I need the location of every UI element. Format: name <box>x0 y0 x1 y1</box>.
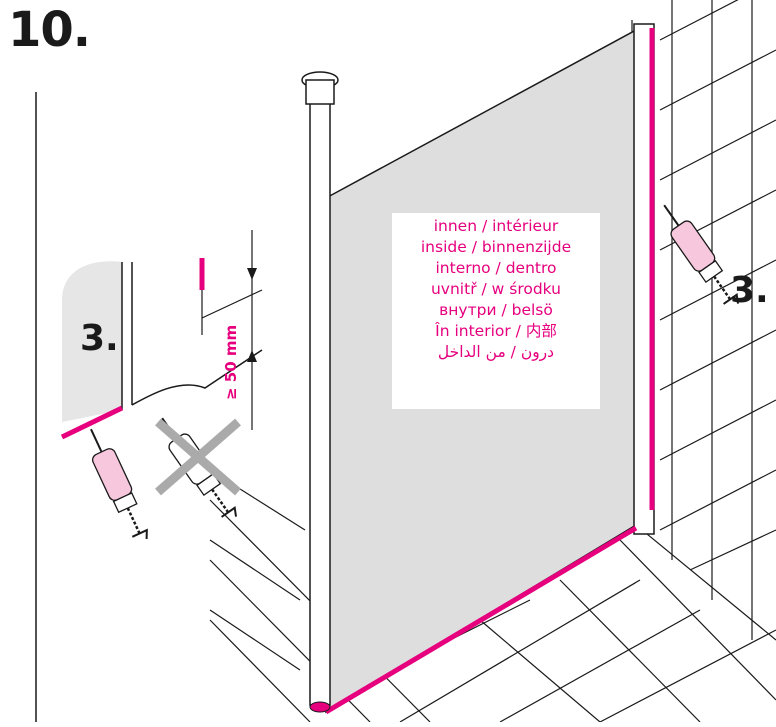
detail-seal <box>60 405 124 440</box>
callout-step-right: 3. <box>730 270 769 311</box>
interior-label-line: внутри / belsö <box>439 301 553 319</box>
detail-ref-top <box>201 289 263 319</box>
step-number: 10. <box>8 2 91 58</box>
wall-tiles <box>629 0 776 641</box>
interior-label-line: interno / dentro <box>435 259 557 277</box>
interior-label-line: inside / binnenzijde <box>420 238 572 256</box>
interior-label-line: innen / intérieur <box>433 217 559 235</box>
interior-label-line: درون / من الداخل <box>437 343 555 361</box>
support-post <box>309 99 331 706</box>
bottom-seal <box>324 525 638 715</box>
interior-label-box: innen / intérieur inside / binnenzijde i… <box>392 213 600 409</box>
post-top-bracket <box>305 79 335 105</box>
dimension-arrow-bottom <box>247 350 257 362</box>
interior-label-line: În interior / 内部 <box>435 322 557 340</box>
dimension-arrow-top <box>247 268 257 280</box>
silicone-gun-right <box>663 204 740 305</box>
dimension-label: ≥ 50 mm <box>222 324 240 400</box>
silicone-gun-left <box>90 428 148 540</box>
post-foot <box>309 701 331 713</box>
interior-label-line: uvnitř / w środku <box>430 280 561 298</box>
detail-floor-curve <box>131 349 263 406</box>
callout-step-left: 3. <box>80 318 119 359</box>
floor-tiles <box>209 469 776 723</box>
not-allowed-cross-icon <box>155 418 241 496</box>
detail-wall-shape <box>62 261 122 422</box>
